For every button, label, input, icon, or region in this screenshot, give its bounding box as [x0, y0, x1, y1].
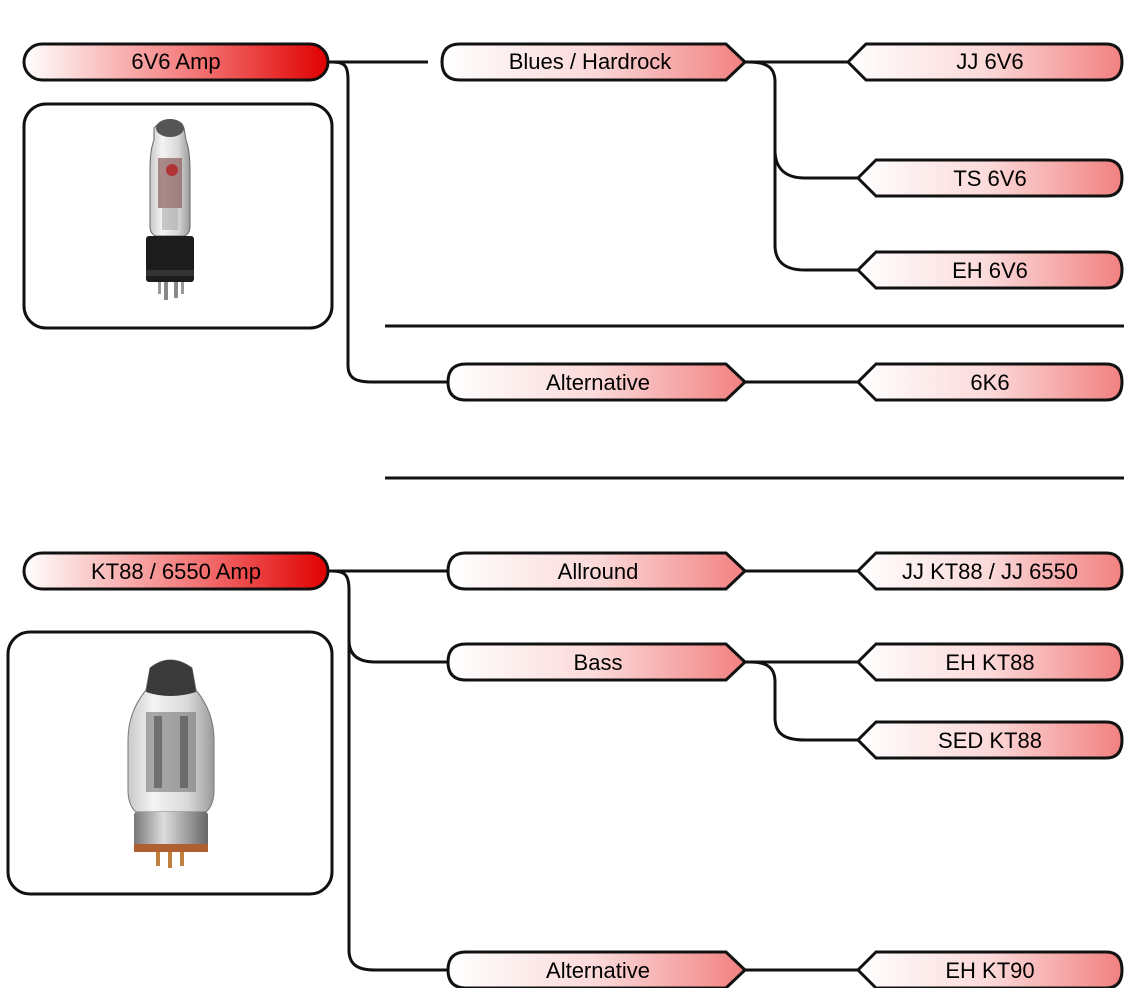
tube-label: EH KT90 [945, 958, 1034, 983]
tube-node[interactable]: EH KT90 [858, 952, 1122, 988]
tube-node[interactable]: SED KT88 [858, 722, 1122, 758]
category-label: Allround [558, 559, 639, 584]
connector-root2-cat3 [349, 640, 448, 970]
tube-node[interactable]: 6K6 [858, 364, 1122, 400]
category-label: Blues / Hardrock [509, 49, 673, 74]
vacuum-tube-icon [146, 119, 194, 300]
tube-label: TS 6V6 [953, 166, 1026, 191]
category-label: Alternative [546, 958, 650, 983]
tube-node[interactable]: TS 6V6 [858, 160, 1122, 196]
tube-node[interactable]: JJ 6V6 [848, 44, 1122, 80]
connector-cat2-tube2 [750, 662, 858, 740]
root-node-kt88[interactable]: KT88 / 6550 Amp [24, 553, 328, 589]
image-frame-6v6 [24, 104, 332, 328]
root-node-label: 6V6 Amp [131, 49, 220, 74]
tube-label: EH 6V6 [952, 258, 1028, 283]
category-node[interactable]: Alternative [448, 364, 745, 400]
root-node-label: KT88 / 6550 Amp [91, 559, 261, 584]
tube-node[interactable]: JJ KT88 / JJ 6550 [858, 553, 1122, 589]
category-node[interactable]: Alternative [448, 952, 745, 988]
group2-connectors [328, 571, 858, 970]
connector-cat1-tube2 [748, 62, 858, 178]
category-node[interactable]: Allround [448, 553, 745, 589]
image-frame-kt88 [8, 632, 332, 894]
tube-node[interactable]: EH 6V6 [858, 252, 1122, 288]
connector-root1-cat2 [332, 62, 448, 382]
category-node[interactable]: Bass [448, 644, 745, 680]
tube-label: EH KT88 [945, 650, 1034, 675]
tube-label: JJ 6V6 [956, 49, 1023, 74]
tube-node[interactable]: EH KT88 [858, 644, 1122, 680]
tube-label: SED KT88 [938, 728, 1042, 753]
tube-label: JJ KT88 / JJ 6550 [902, 559, 1078, 584]
category-label: Bass [574, 650, 623, 675]
root-node-6v6[interactable]: 6V6 Amp [24, 44, 328, 80]
tube-label: 6K6 [970, 370, 1009, 395]
category-label: Alternative [546, 370, 650, 395]
connector-cat1-tube3 [775, 150, 858, 270]
category-node[interactable]: Blues / Hardrock [442, 44, 745, 80]
